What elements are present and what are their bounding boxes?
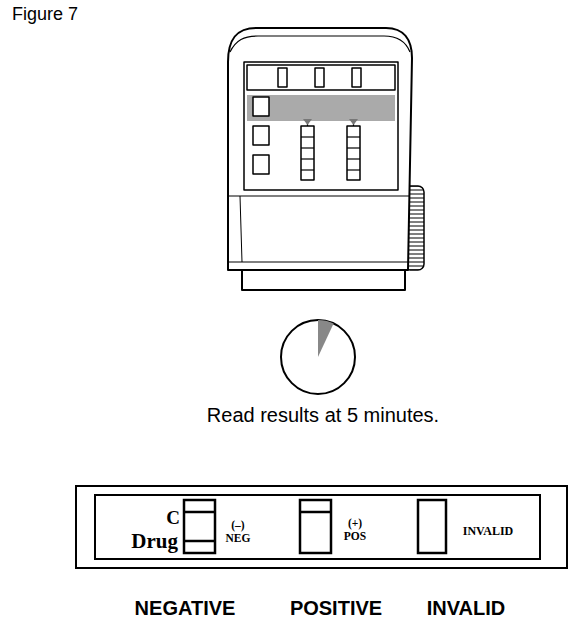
cup-body (228, 28, 424, 290)
figure-title: Figure 7 (12, 5, 78, 25)
result-strips (95, 495, 540, 559)
negative-mark: (–) NEG (223, 519, 253, 544)
positive-mark: (+) POS (340, 517, 370, 542)
control-line-label: C (166, 508, 180, 529)
instruction-text: Read results at 5 minutes. (207, 404, 439, 426)
result-caption: INVALID (427, 597, 506, 619)
result-caption: POSITIVE (290, 597, 382, 619)
result-caption: NEGATIVE (135, 597, 236, 619)
timer-clock (281, 320, 355, 394)
drug-line-label: Drug (131, 530, 178, 553)
invalid-mark: INVALID (463, 525, 513, 538)
result-panel: CDrug (–) NEG (+) POS INVALID (75, 485, 568, 569)
